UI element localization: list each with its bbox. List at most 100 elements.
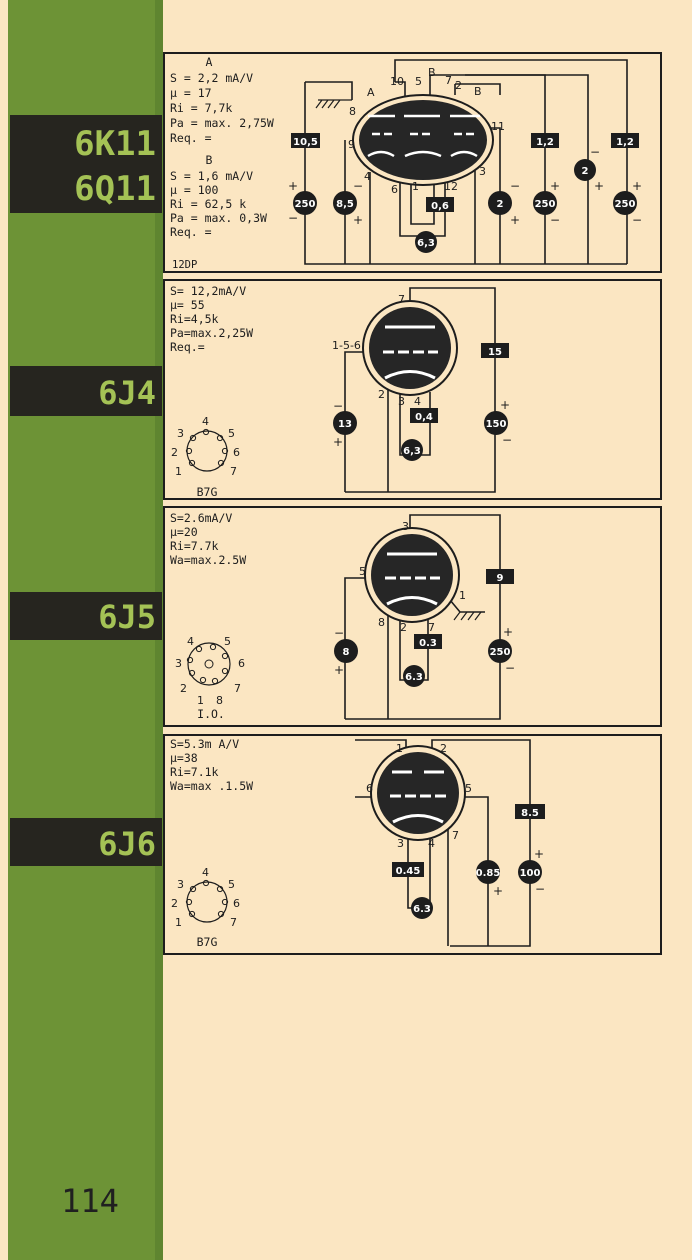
value-label: 250 — [490, 647, 511, 658]
polarity-mark: − — [334, 626, 344, 640]
polarity-mark: − — [590, 145, 600, 159]
panel-6J4: S= 12,2mA/V μ= 55 Ri=4,5k Pa=max.2,25W R… — [163, 279, 662, 500]
pin-label: 12 — [444, 180, 458, 193]
pin-label: 7 — [452, 829, 459, 842]
value-badge — [574, 159, 596, 181]
polarity-mark: − — [353, 179, 363, 193]
polarity-mark: − — [632, 213, 642, 227]
tube-body-6J6 — [377, 752, 459, 834]
value-label: 2 — [582, 166, 589, 177]
pin-label: 1-5-6 — [332, 339, 361, 352]
pin-label: 5 — [465, 782, 472, 795]
pin-label: 2 — [400, 621, 407, 634]
section-label-a: A — [367, 86, 375, 99]
value-badge — [333, 411, 357, 435]
pin-label: 2 — [440, 742, 447, 755]
param-a-s: S = 2,2 mA/V — [170, 71, 253, 85]
value-label: 15 — [488, 347, 502, 358]
polarity-mark: − — [502, 433, 512, 447]
value-badge — [333, 191, 357, 215]
socket-pin-label: 1 — [175, 916, 182, 929]
value-label: 0.45 — [396, 866, 421, 877]
base-type-b7g: B7G — [197, 935, 218, 949]
socket-pin-label: 2 — [180, 682, 187, 695]
value-box — [481, 343, 509, 358]
param-a-req: Req. = — [170, 131, 212, 145]
panel-6J5: S=2.6mA/V μ=20 Ri=7.7k Wa=max.2.5W 1 2 3… — [163, 506, 662, 727]
value-box — [486, 569, 514, 584]
page-number: 114 — [61, 1182, 119, 1220]
param-wa: Wa=max.2.5W — [170, 553, 246, 567]
tube-tag-6J5: 6J5 — [10, 592, 162, 640]
wire — [345, 514, 501, 720]
value-label: 250 — [615, 199, 636, 210]
wire — [454, 83, 501, 95]
socket-pin-label: 5 — [228, 427, 235, 440]
socket-diagram-b7g: 1 2 3 4 5 6 7 B7G — [171, 415, 240, 499]
pin-label: 7 — [398, 293, 405, 306]
value-label: 1,2 — [616, 137, 634, 148]
value-box — [611, 133, 639, 148]
value-label: 6.3 — [413, 904, 431, 915]
pin-label: 6 — [391, 183, 398, 196]
value-label: 250 — [535, 199, 556, 210]
param-pa: Pa=max.2,25W — [170, 326, 253, 340]
wire — [344, 577, 370, 719]
tube-tag-6J6: 6J6 — [10, 818, 162, 866]
param-mu: μ=38 — [170, 751, 198, 765]
polarity-mark: + — [503, 625, 513, 639]
polarity-mark: + — [353, 213, 363, 227]
param-header-b: B — [206, 153, 213, 167]
socket-pin-label: 5 — [224, 635, 231, 648]
value-label: 13 — [338, 419, 352, 430]
value-label: 6,3 — [403, 446, 421, 457]
socket-pin-label: 6 — [233, 446, 240, 459]
pin-label: 2 — [455, 79, 462, 92]
value-label: 0,6 — [431, 201, 449, 212]
tube-name-6J5: 6J5 — [98, 598, 156, 636]
tube-body-6J4 — [369, 307, 451, 389]
value-badge — [415, 231, 437, 253]
param-req: Req.= — [170, 340, 205, 354]
wire — [345, 287, 496, 493]
electrode-cathode — [386, 596, 438, 606]
value-label: 6.3 — [405, 672, 423, 683]
polarity-mark: − — [535, 882, 545, 896]
value-label: 100 — [520, 868, 541, 879]
param-s: S=5.3m A/V — [170, 737, 239, 751]
value-label: 0,4 — [415, 412, 433, 423]
value-badge — [488, 191, 512, 215]
tube-name-6Q11: 6Q11 — [74, 169, 156, 209]
socket-pin-label: 7 — [234, 682, 241, 695]
pin-label: 3 — [397, 837, 404, 850]
param-ri: Ri=7.7k — [170, 539, 219, 553]
value-badge — [403, 665, 425, 687]
wire — [394, 59, 628, 264]
pin-label: 3 — [479, 165, 486, 178]
param-b-req: Req. = — [170, 225, 212, 239]
polarity-mark: − — [288, 211, 298, 225]
polarity-mark: + — [288, 179, 298, 193]
tube-body-6K11 — [359, 100, 487, 180]
polarity-mark: + — [500, 398, 510, 412]
polarity-mark: − — [550, 213, 560, 227]
param-a-pa: Pa = max. 2,75W — [170, 116, 274, 130]
pin-label: 11 — [491, 120, 505, 133]
socket-pin-label: 1 — [197, 694, 204, 707]
param-ri: Ri=7.1k — [170, 765, 219, 779]
value-box — [531, 133, 559, 148]
value-box — [291, 133, 320, 148]
value-box — [392, 862, 424, 877]
value-box — [426, 197, 454, 212]
value-label: 150 — [486, 419, 507, 430]
polarity-mark: + — [594, 179, 604, 193]
value-badge — [476, 860, 500, 884]
pin-label: 5 — [415, 75, 422, 88]
value-label: 0.85 — [476, 868, 501, 879]
pin-label: 3 — [398, 395, 405, 408]
tube-name-6J4: 6J4 — [98, 374, 156, 412]
electrode-cathode — [384, 370, 436, 380]
param-a-ri: Ri = 7,7k — [170, 101, 232, 115]
wire — [456, 796, 489, 946]
wire — [305, 81, 353, 100]
